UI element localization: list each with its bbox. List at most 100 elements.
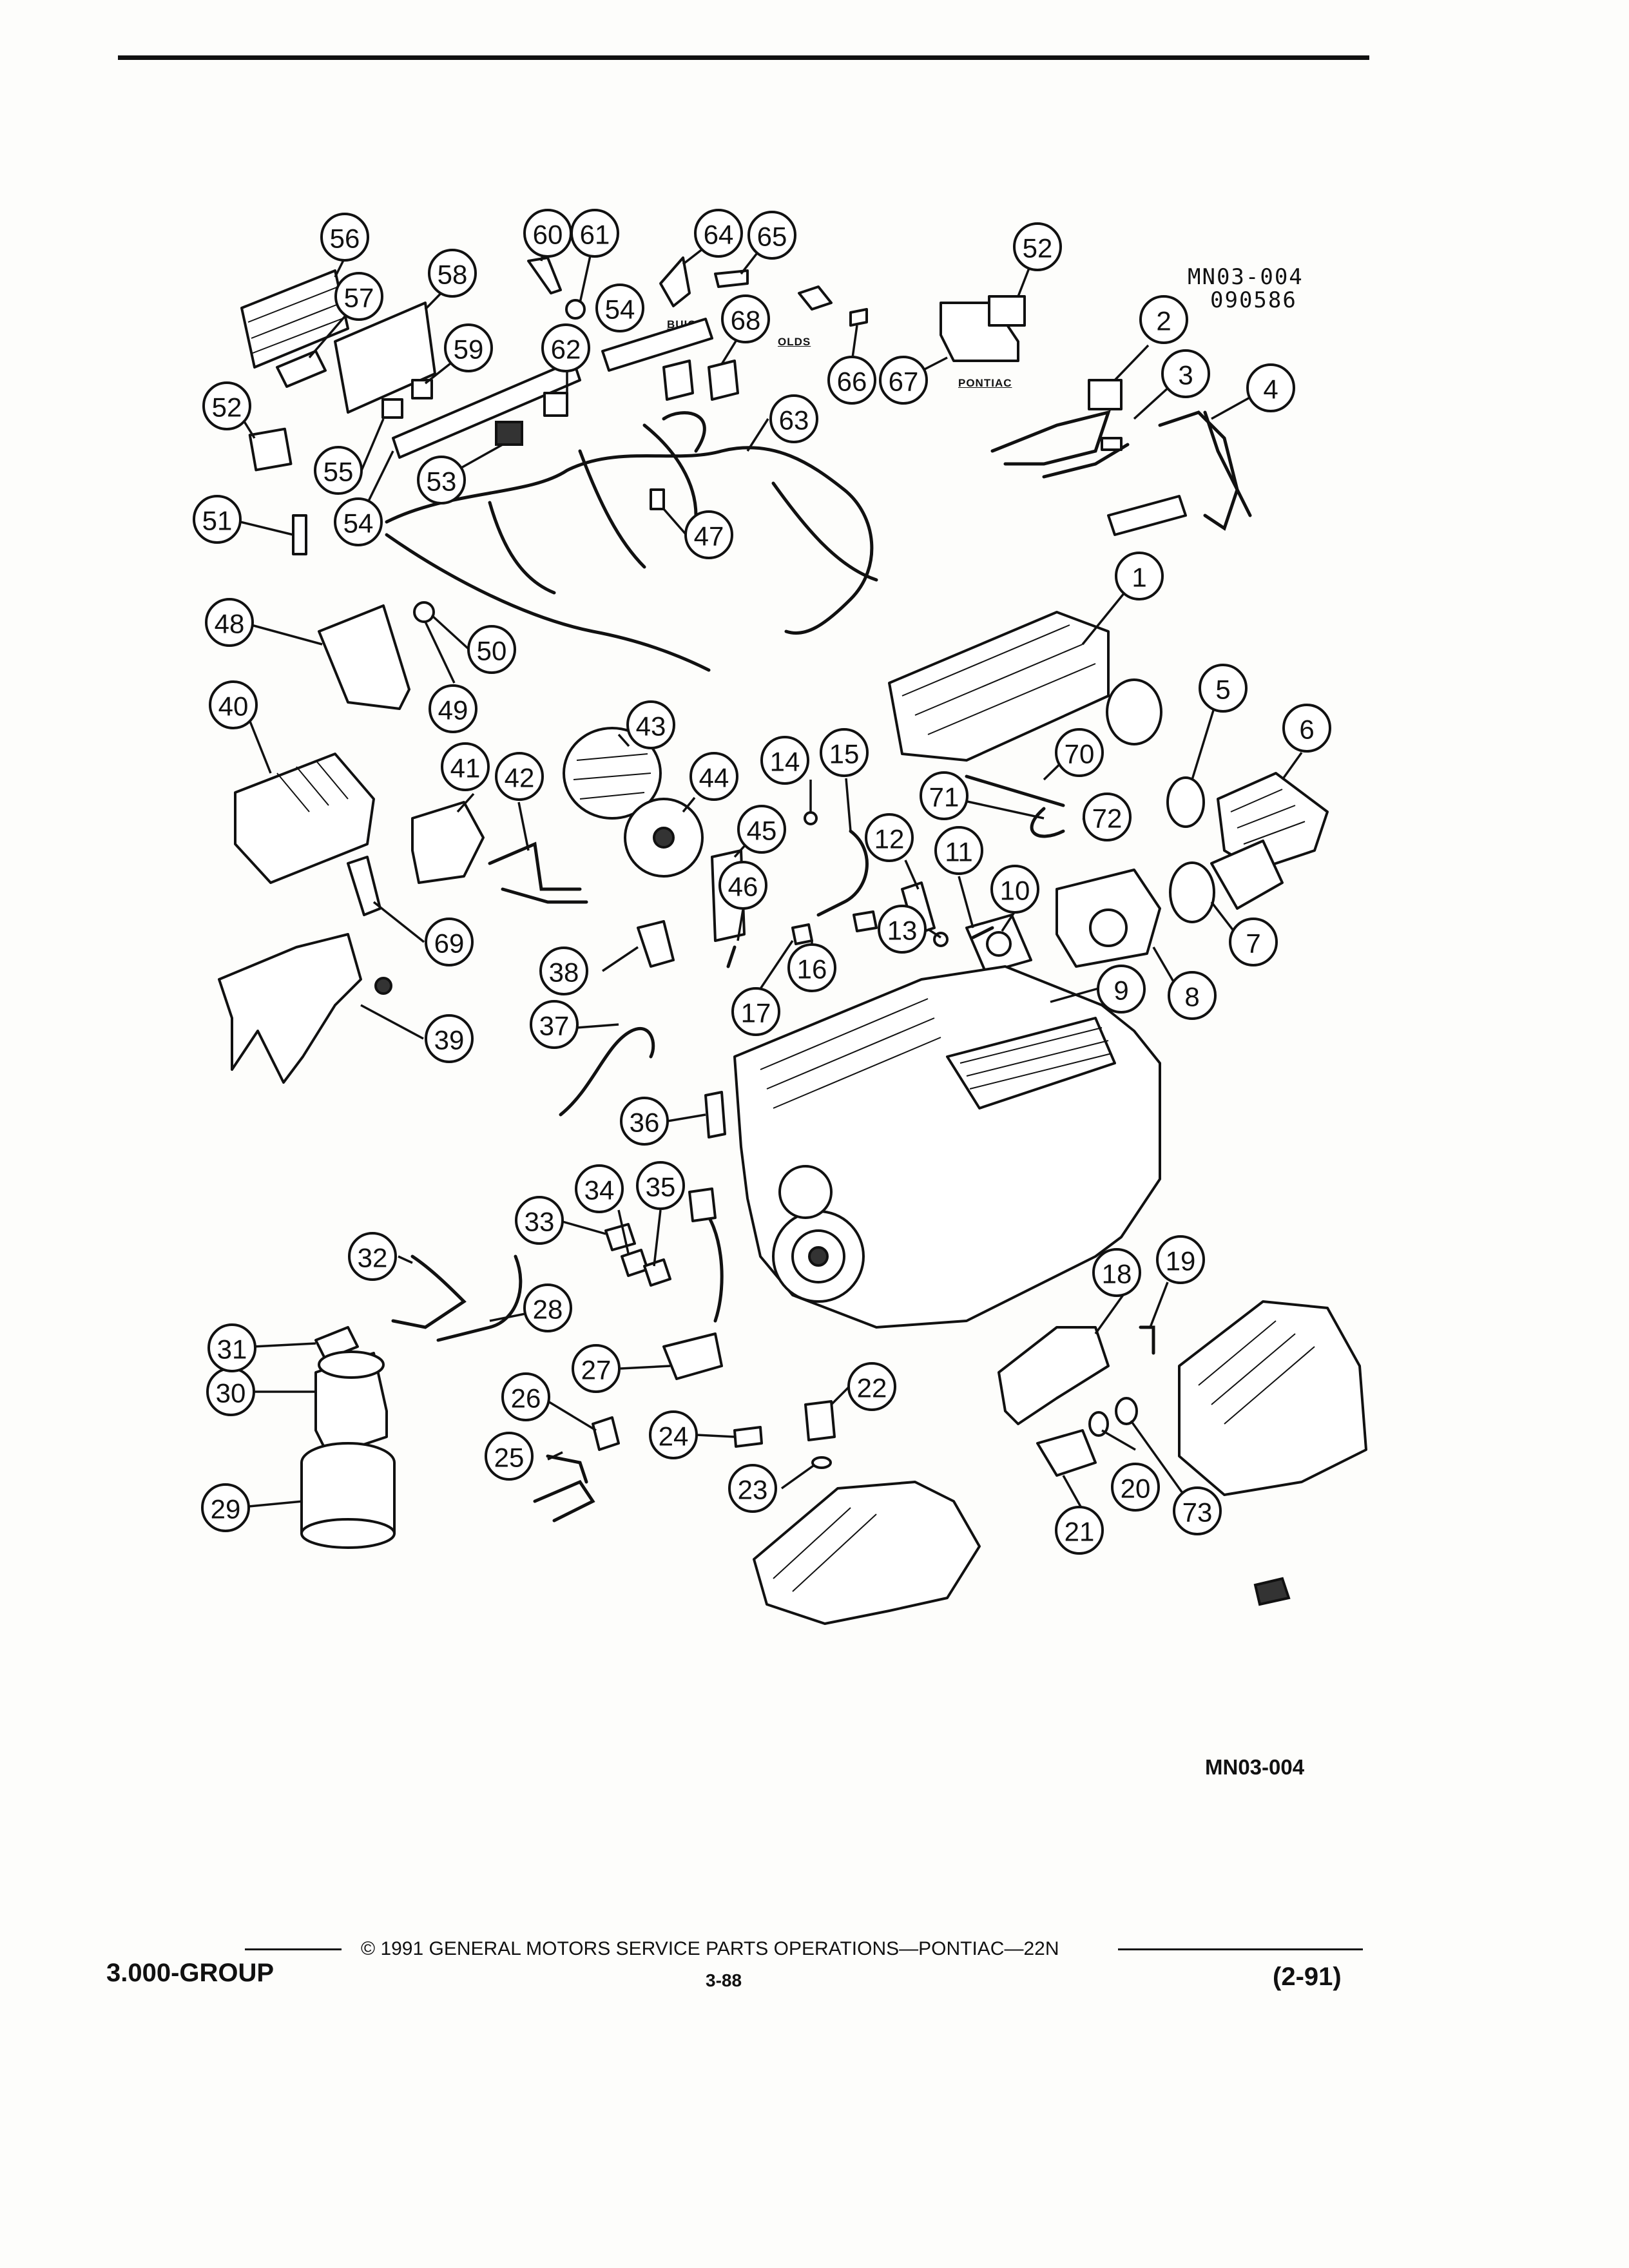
callout-27: 27 bbox=[572, 1344, 621, 1393]
callout-12: 12 bbox=[865, 813, 914, 862]
callout-number: 46 bbox=[728, 872, 758, 902]
callout-number: 15 bbox=[829, 739, 860, 769]
callout-number: 5 bbox=[1215, 675, 1230, 705]
callout-number: 70 bbox=[1065, 739, 1095, 769]
callout-number: 1 bbox=[1132, 562, 1146, 593]
top-rule bbox=[118, 55, 1369, 60]
callout-18: 18 bbox=[1092, 1248, 1141, 1297]
callout-72: 72 bbox=[1083, 793, 1132, 841]
callout-number: 71 bbox=[929, 782, 959, 812]
callout-52: 52 bbox=[1013, 222, 1062, 271]
callout-number: 65 bbox=[757, 222, 787, 252]
callout-1: 1 bbox=[1115, 552, 1164, 601]
callout-number: 37 bbox=[539, 1011, 570, 1041]
callout-number: 62 bbox=[551, 334, 581, 365]
callout-69: 69 bbox=[425, 918, 474, 966]
callout-number: 33 bbox=[525, 1207, 555, 1237]
callout-58: 58 bbox=[428, 249, 477, 298]
callout-26: 26 bbox=[501, 1372, 550, 1421]
callout-number: 14 bbox=[770, 747, 800, 777]
callout-28: 28 bbox=[523, 1283, 572, 1332]
callout-39: 39 bbox=[425, 1014, 474, 1063]
callout-6: 6 bbox=[1282, 704, 1331, 753]
callout-47: 47 bbox=[684, 510, 733, 559]
callout-43: 43 bbox=[626, 700, 675, 749]
callout-number: 3 bbox=[1178, 360, 1193, 390]
callout-number: 27 bbox=[581, 1355, 612, 1385]
callout-42: 42 bbox=[495, 752, 544, 801]
callout-48: 48 bbox=[205, 598, 254, 647]
callout-number: 7 bbox=[1246, 928, 1260, 959]
callout-number: 17 bbox=[741, 998, 771, 1028]
callout-4: 4 bbox=[1246, 363, 1295, 412]
callout-number: 2 bbox=[1156, 306, 1171, 336]
callout-number: 19 bbox=[1166, 1246, 1196, 1276]
callout-68: 68 bbox=[721, 294, 770, 343]
callout-number: 4 bbox=[1263, 374, 1278, 405]
callout-number: 10 bbox=[1000, 876, 1030, 906]
callout-number: 52 bbox=[212, 392, 242, 423]
callout-number: 45 bbox=[747, 816, 777, 846]
callout-66: 66 bbox=[827, 356, 876, 405]
callout-number: 49 bbox=[438, 695, 468, 726]
callout-number: 21 bbox=[1065, 1517, 1095, 1547]
callout-55: 55 bbox=[314, 446, 363, 495]
callout-30: 30 bbox=[206, 1367, 255, 1416]
page-number: 3-88 bbox=[706, 1970, 742, 1990]
callout-16: 16 bbox=[787, 943, 836, 992]
callout-number: 55 bbox=[323, 457, 354, 487]
callout-9: 9 bbox=[1097, 965, 1146, 1014]
callout-number: 40 bbox=[218, 691, 249, 722]
callout-44: 44 bbox=[689, 752, 738, 801]
callout-number: 28 bbox=[533, 1294, 563, 1325]
callout-53: 53 bbox=[417, 456, 466, 505]
callout-number: 64 bbox=[704, 220, 734, 250]
callout-number: 6 bbox=[1299, 715, 1314, 745]
callout-13: 13 bbox=[878, 905, 927, 954]
callout-14: 14 bbox=[760, 736, 809, 785]
callout-number: 68 bbox=[731, 305, 761, 336]
footer-rule-left bbox=[245, 1948, 342, 1950]
callout-number: 56 bbox=[330, 224, 360, 254]
footer-rule-right bbox=[1118, 1948, 1363, 1950]
callout-25: 25 bbox=[485, 1432, 534, 1481]
callout-38: 38 bbox=[539, 947, 588, 995]
callout-65: 65 bbox=[747, 211, 796, 260]
callout-41: 41 bbox=[441, 742, 490, 791]
callout-number: 52 bbox=[1023, 233, 1053, 264]
callout-35: 35 bbox=[636, 1161, 685, 1210]
callout-56: 56 bbox=[320, 213, 369, 262]
figure-ref: MN03-004 bbox=[1188, 264, 1304, 290]
callout-3: 3 bbox=[1161, 349, 1210, 398]
callout-number: 43 bbox=[636, 711, 666, 742]
callout-59: 59 bbox=[444, 323, 493, 372]
callout-number: 61 bbox=[580, 220, 610, 250]
callout-number: 39 bbox=[434, 1025, 465, 1055]
callout-57: 57 bbox=[334, 272, 383, 321]
callout-number: 59 bbox=[454, 334, 484, 365]
callout-number: 47 bbox=[694, 521, 724, 552]
callout-60: 60 bbox=[523, 209, 572, 258]
callout-21: 21 bbox=[1055, 1506, 1104, 1555]
callout-number: 48 bbox=[215, 609, 245, 639]
callout-8: 8 bbox=[1168, 971, 1217, 1020]
callout-51: 51 bbox=[193, 495, 242, 544]
callout-number: 54 bbox=[605, 294, 635, 325]
callout-2: 2 bbox=[1139, 295, 1188, 344]
callout-number: 32 bbox=[358, 1243, 388, 1273]
callout-number: 18 bbox=[1102, 1259, 1132, 1289]
callout-number: 8 bbox=[1184, 982, 1199, 1012]
callout-15: 15 bbox=[820, 728, 869, 777]
callout-32: 32 bbox=[348, 1232, 397, 1281]
callout-number: 41 bbox=[450, 753, 481, 783]
callout-number: 69 bbox=[434, 928, 465, 959]
callout-54: 54 bbox=[334, 497, 383, 546]
callout-10: 10 bbox=[990, 865, 1039, 914]
callout-19: 19 bbox=[1156, 1235, 1205, 1284]
callout-number: 57 bbox=[344, 283, 374, 313]
brand-label-olds: OLDS bbox=[778, 336, 811, 348]
callout-number: 72 bbox=[1092, 803, 1123, 834]
callout-number: 12 bbox=[874, 824, 905, 854]
callout-63: 63 bbox=[769, 394, 818, 443]
